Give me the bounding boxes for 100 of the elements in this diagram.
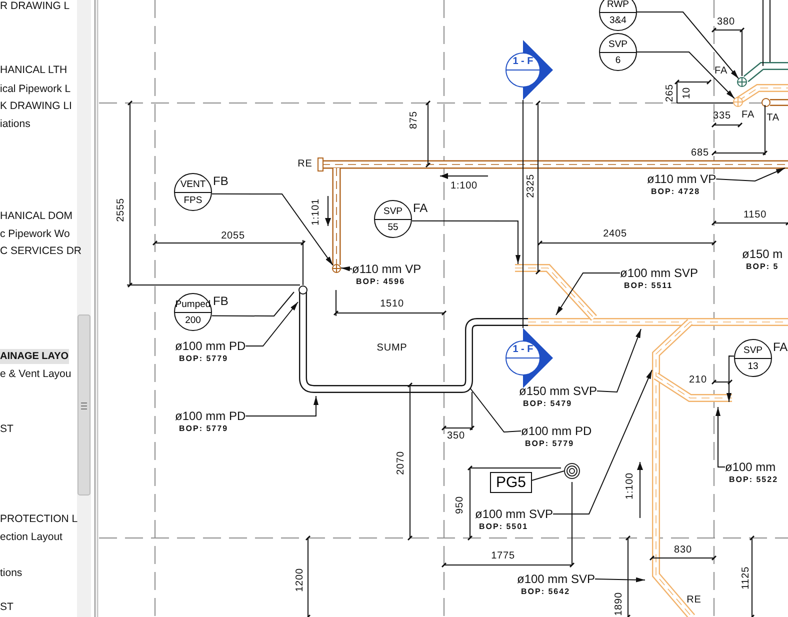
invert-level: BOP: 5779 — [179, 353, 228, 365]
tag-text: SVP — [382, 205, 404, 218]
leader-line — [412, 220, 520, 264]
leader-line — [636, 12, 739, 79]
tag-text: VENT — [179, 178, 207, 191]
dimension-text: 875 — [408, 111, 420, 129]
dimension-text: 685 — [691, 148, 709, 158]
invert-level: BOP: 5 — [746, 261, 779, 273]
leader-line — [245, 396, 318, 416]
tag-text: Pumped — [175, 298, 211, 311]
tag-circle — [174, 293, 212, 331]
leader-line — [340, 266, 352, 272]
invert-level: BOP: 5779 — [525, 438, 574, 450]
tag-suffix: FB — [213, 174, 228, 188]
reference-box — [490, 472, 532, 493]
invert-level: BOP: 5511 — [624, 280, 673, 292]
dimension-text: 380 — [717, 16, 735, 28]
dimension-text: RE — [686, 594, 702, 606]
browser-item: HANICAL DOM — [0, 209, 73, 224]
tag-suffix: FB — [213, 294, 228, 308]
tag-text: 13 — [746, 360, 760, 373]
browser-item: ection Layout — [0, 530, 62, 545]
pipe-size-label: ø100 mm — [725, 460, 776, 474]
pipe-size-label: ø150 m — [742, 247, 783, 261]
section-reference: 1 - F — [512, 344, 534, 356]
browser-item: R DRAWING L — [0, 0, 70, 14]
browser-item: iations — [0, 117, 30, 132]
dimension-text: 2325 — [526, 174, 536, 198]
leader-line — [726, 355, 734, 402]
dimension-text: 1775 — [491, 550, 515, 562]
invert-level: BOP: 5642 — [521, 586, 570, 598]
leader-line — [470, 388, 522, 433]
dimension-text: 10 — [682, 87, 692, 99]
pipe-fitting-icon — [332, 264, 341, 272]
dimension-text: 265 — [664, 84, 676, 102]
dimension-text: FA — [714, 66, 728, 76]
leader-line — [636, 52, 735, 99]
dimension-text: SUMP — [376, 342, 408, 354]
tag-circle — [734, 339, 772, 377]
invert-level: BOP: 4596 — [356, 276, 406, 288]
browser-item: PROTECTION L — [0, 512, 78, 527]
dimension-text: 1890 — [614, 592, 624, 616]
pipe-size-label: ø100 mm SVP — [620, 266, 698, 280]
dimension-text: 335 — [713, 110, 731, 122]
tag-text: FPS — [182, 194, 204, 207]
browser-item: HANICAL LTH — [0, 63, 68, 78]
tag-text: 200 — [184, 314, 202, 327]
tag-circle — [599, 33, 637, 71]
leader-line — [552, 370, 652, 514]
pipe-size-label: ø100 mm PD — [175, 409, 246, 423]
browser-item: e & Vent Layou — [0, 367, 72, 382]
tag-suffix: FA — [413, 201, 428, 215]
section-reference: 1 - F — [512, 56, 534, 68]
leader-line — [716, 168, 786, 182]
browser-item: ST — [0, 422, 14, 437]
dimension-text: 1510 — [380, 298, 404, 310]
leader-line — [556, 272, 620, 316]
tag-text: 6 — [614, 54, 622, 67]
dimension-text: 1125 — [740, 566, 752, 590]
dimension-text: 210 — [689, 374, 707, 386]
invert-level: BOP: 5479 — [523, 398, 572, 410]
leader-line — [716, 406, 726, 468]
invert-level: BOP: 5501 — [479, 521, 528, 533]
invert-level: BOP: 4728 — [651, 186, 700, 198]
dimension-text: 1:100 — [624, 472, 636, 500]
pipe-size-label: ø100 mm PD — [521, 424, 592, 438]
tag-text: 55 — [386, 221, 400, 234]
browser-item: K DRAWING LI — [0, 99, 72, 114]
dimension-text: 350 — [447, 430, 465, 442]
leader-line — [245, 302, 298, 346]
leader-line — [594, 577, 646, 582]
leader-line — [532, 470, 564, 481]
dimension-text: 2070 — [396, 451, 406, 475]
tag-text: SVP — [742, 344, 764, 357]
dimension-text: 1:101 — [310, 198, 322, 226]
tag-circle — [599, 0, 637, 31]
dimension-text: 830 — [674, 544, 692, 556]
section-line — [522, 100, 524, 328]
leader-line — [596, 328, 642, 393]
pipe-fitting-icon — [737, 77, 747, 87]
browser-item: AINAGE LAYO — [0, 349, 69, 364]
tag-suffix: FA — [773, 340, 788, 354]
floor-gully-icon — [564, 463, 580, 479]
pipe-size-label: ø110 mm VP — [352, 262, 422, 276]
pipe-size-label: ø100 mm PD — [175, 339, 246, 353]
dimension-text: 1:100 — [450, 180, 478, 192]
tag-circle — [374, 200, 412, 238]
reference-text: PG5 — [496, 474, 526, 491]
pipe-fitting-icon — [733, 97, 743, 107]
pipe-size-label: ø110 mm VP — [647, 172, 716, 186]
dimension-text: FA — [741, 110, 755, 120]
dimension-text: 1200 — [294, 568, 306, 592]
browser-item: tions — [0, 566, 22, 581]
browser-item: ical Pipework L — [0, 82, 71, 97]
dimension-text: 2055 — [221, 230, 245, 242]
tag-circle — [174, 173, 212, 211]
pipe-size-label: ø100 mm SVP — [475, 507, 554, 521]
tag-text: RWP — [606, 0, 630, 11]
pipe-size-label: ø100 mm SVP — [517, 572, 596, 586]
browser-item: ST — [0, 600, 14, 615]
